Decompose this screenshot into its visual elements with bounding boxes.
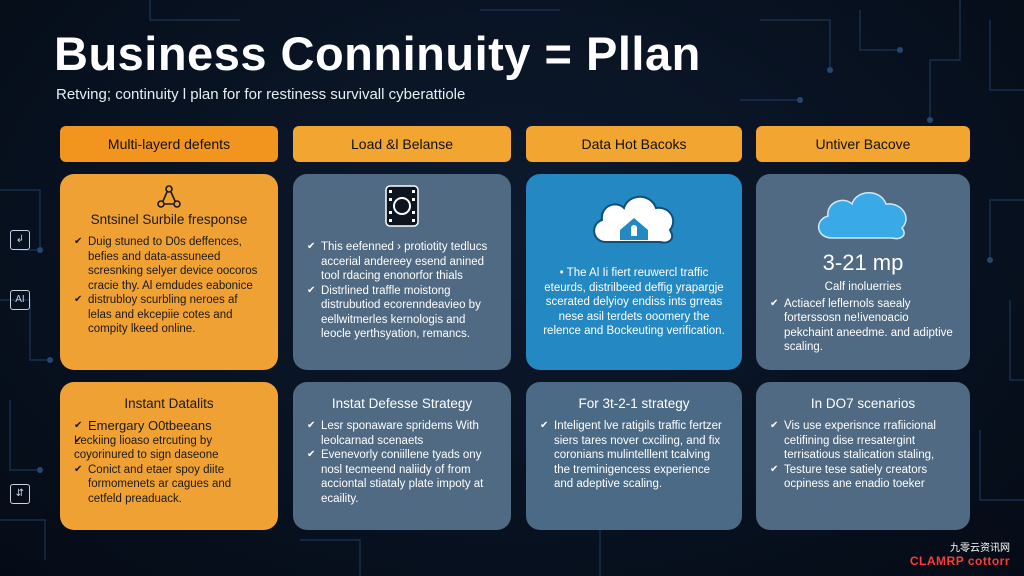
list-item: Leckiing lioaso etrcuting by coyorinured…	[74, 434, 264, 463]
card-heading: For 3t-2-1 strategy	[578, 396, 690, 411]
arrow-icon: ↲	[10, 230, 30, 250]
list-item: Emergary O0tbeeans	[74, 418, 264, 434]
list-item: Evenevorly coniillene tyads ony nosl tec…	[307, 448, 497, 506]
column-header-2: Load &l Belanse	[293, 126, 511, 162]
big-metric: 3-21 mp	[822, 250, 904, 275]
list-item: Inteligent lve ratigils traffic fertzer …	[540, 419, 728, 492]
card-backups-top: • The Al Ii fiert reuwercl traffic eteur…	[526, 174, 742, 370]
list-item: Conict and etaer spoy diite formomenets …	[74, 463, 264, 507]
link-icon: ⇵	[10, 484, 30, 504]
ai-icon: AI	[10, 290, 30, 310]
card-heading: In DO7 scenarios	[810, 396, 916, 411]
nodes-icon	[74, 184, 264, 212]
card-heading: Instant Datalits	[124, 396, 214, 411]
film-reel-icon	[307, 184, 497, 232]
card-balance-top: This eefenned › protiotity tedlucs accer…	[293, 174, 511, 370]
card-caption: Calf inoluerries	[824, 281, 902, 293]
watermark-line2: CLAMRP cottorr	[909, 554, 1010, 568]
card-heading: Sntsinel Surbile fresponse	[90, 212, 248, 227]
list-item: Actiacef leflernols saealy forterssosn n…	[770, 297, 956, 355]
column-header-1: Multi-layerd defents	[60, 126, 278, 162]
card-heading: Instat Defesse Strategy	[331, 396, 473, 411]
card-defense-top: Sntsinel Surbile fresponse Duig stuned t…	[60, 174, 278, 370]
list-item: This eefenned › protiotity tedlucs accer…	[307, 240, 497, 284]
list-item: Vis use experisnce rrafiicional cetifini…	[770, 419, 956, 463]
watermark-line1: 九零云资讯网	[950, 543, 1010, 554]
list-item: Duig stuned to D0s deffences, befies and…	[74, 235, 264, 293]
card-balance-bottom: Instat Defesse Strategy Lesr sponaware s…	[293, 382, 511, 530]
column-header-4: Untiver Bacove	[756, 126, 970, 162]
card-defense-bottom: Instant Datalits Emergary O0tbeeans Leck…	[60, 382, 278, 530]
page-subtitle: Retving; continuity l plan for for resti…	[56, 86, 466, 103]
card-recovery-top: 3-21 mp Calf inoluerries Actiacef lefler…	[756, 174, 970, 370]
list-item: Lesr sponaware spridems With leolcarnad …	[307, 419, 497, 448]
card-backups-bottom: For 3t-2-1 strategy Inteligent lve ratig…	[526, 382, 742, 530]
cloud-lock-icon	[540, 184, 728, 254]
cloud-icon	[770, 184, 956, 246]
list-item: distrubloy scurbling neroes af lelas and…	[74, 293, 264, 337]
column-header-3: Data Hot Bacoks	[526, 126, 742, 162]
page-title: Business Conninuity = Pllan	[54, 27, 701, 80]
list-item: Testure tese satiely creators ocpiness a…	[770, 463, 956, 492]
list-item: Distrlined traffle moistong distrubutiod…	[307, 284, 497, 342]
watermark: 九零云资讯网 CLAMRP cottorr	[910, 539, 1010, 568]
card-text: • The Al Ii fiert reuwercl traffic eteur…	[543, 267, 725, 337]
card-recovery-bottom: In DO7 scenarios Vis use experisnce rraf…	[756, 382, 970, 530]
